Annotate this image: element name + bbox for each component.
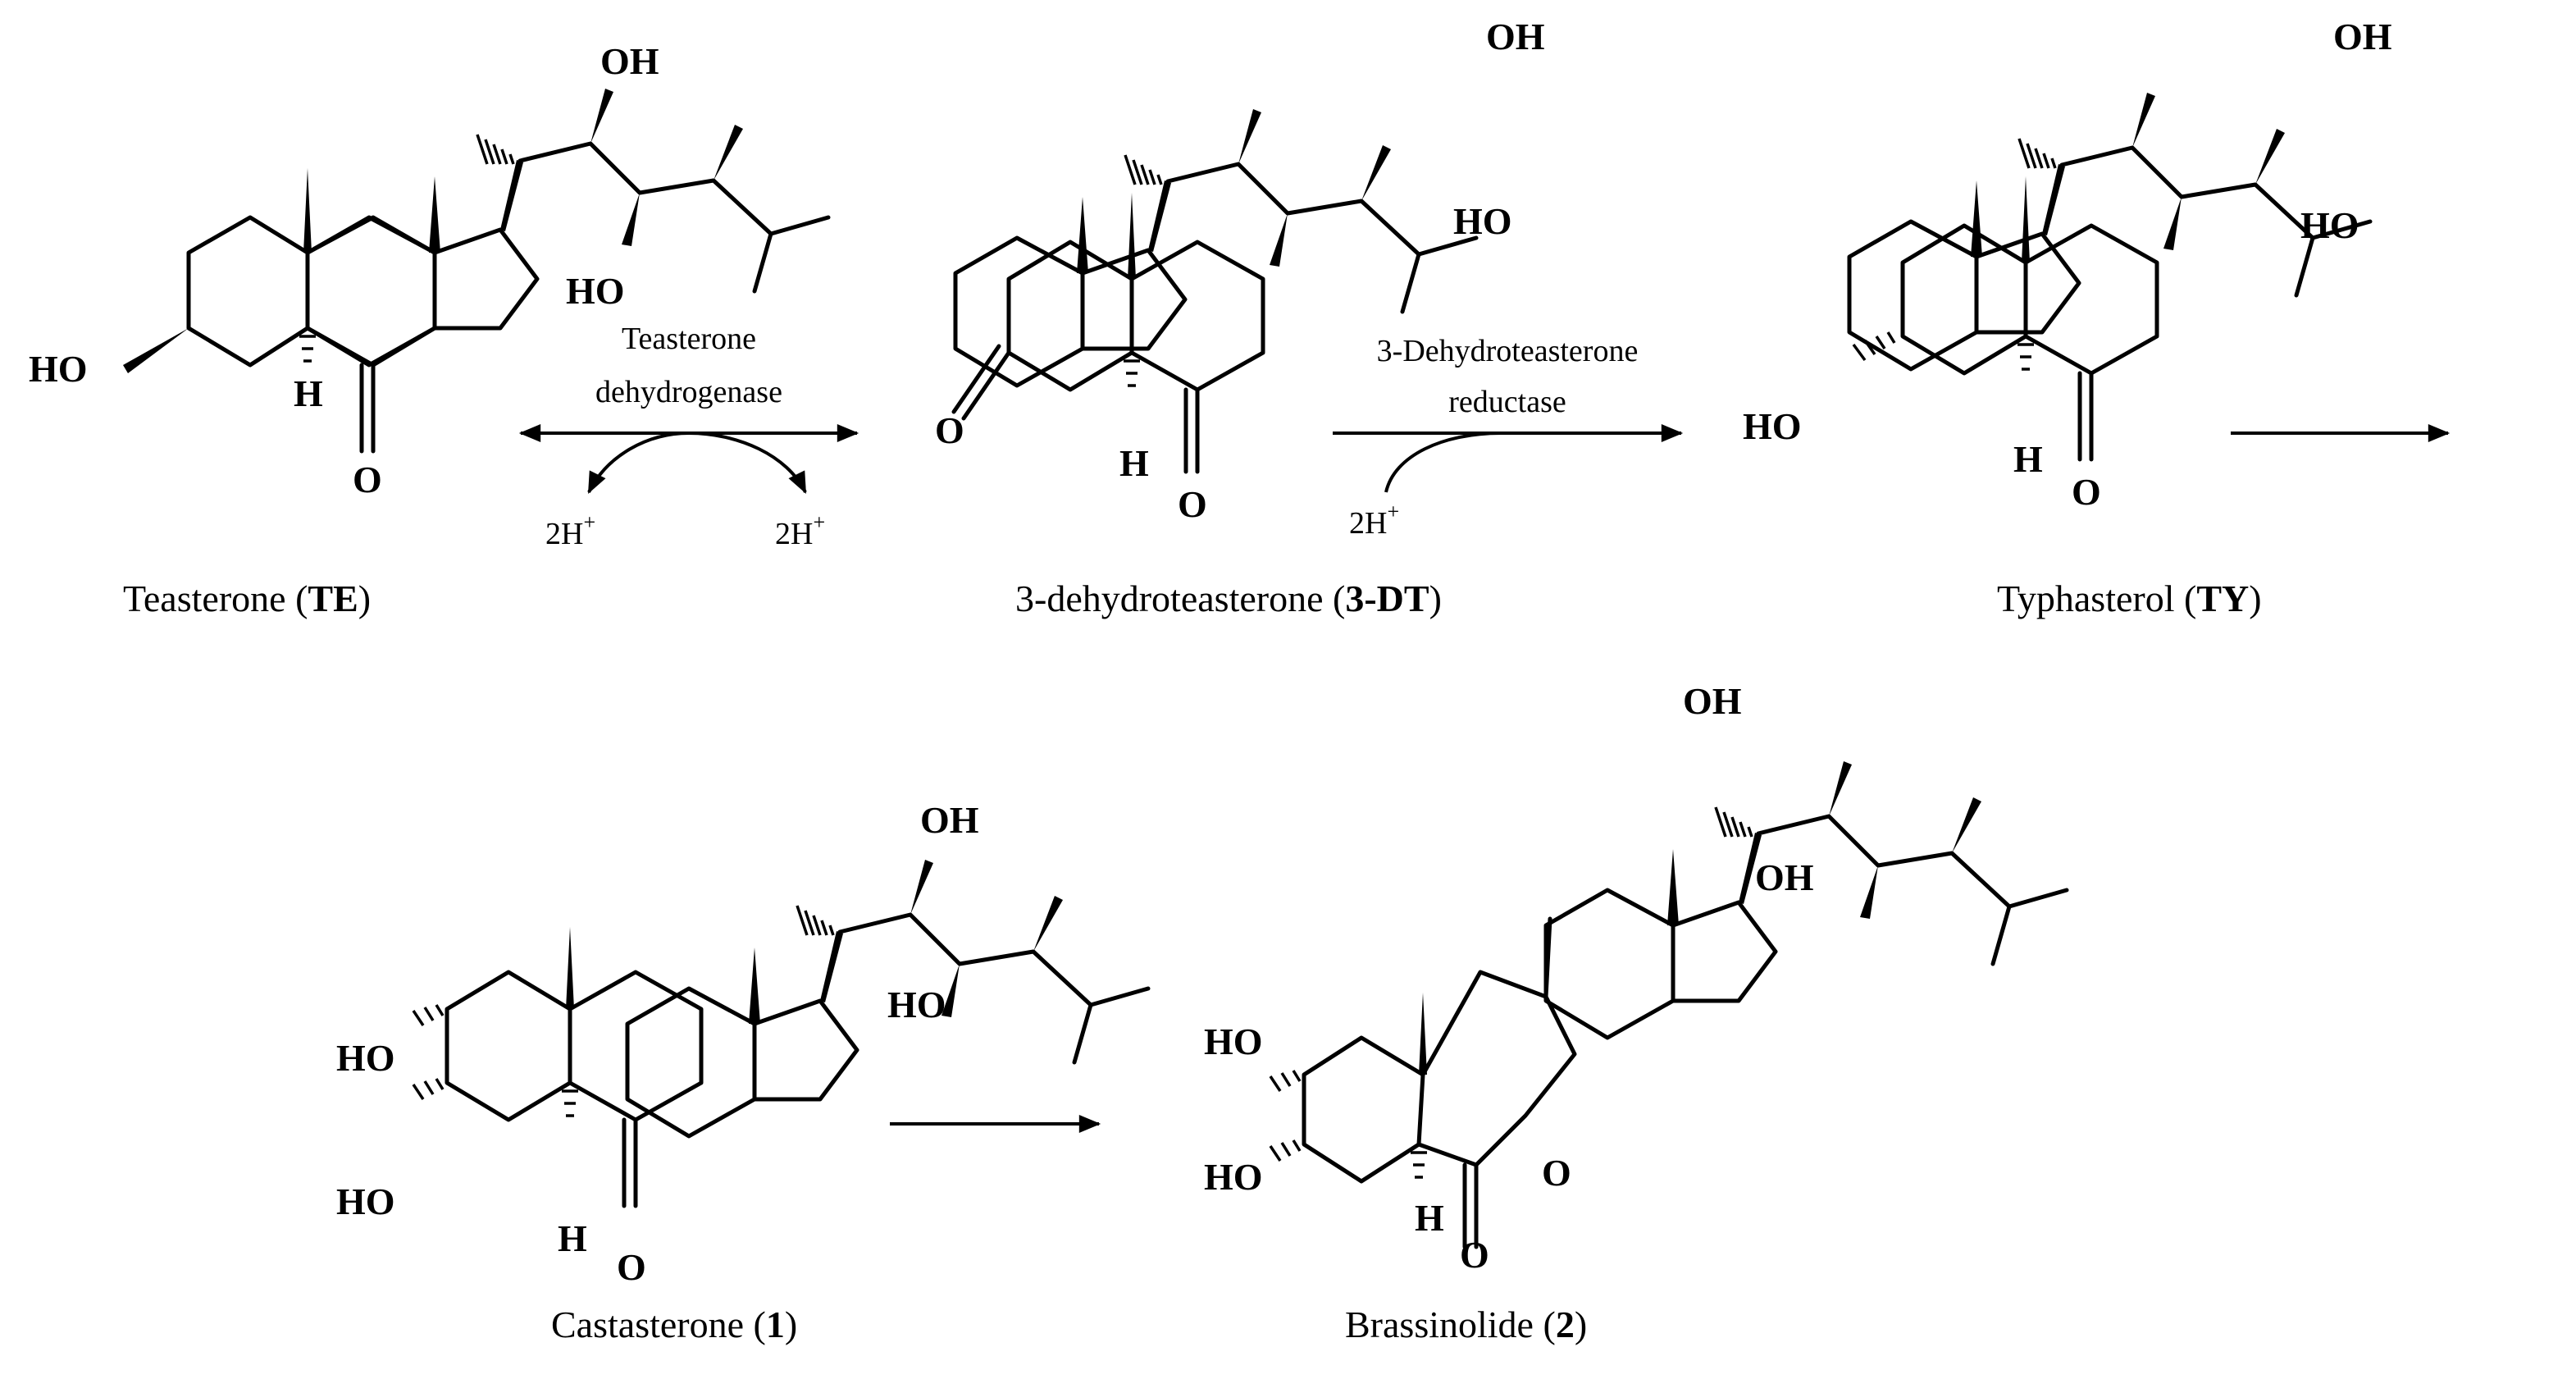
enzyme-name-line1: Teasterone: [622, 322, 756, 356]
curved-arrow-in: [1384, 432, 1502, 493]
structure-teasterone: HO H O OH HO Teasterone (TE): [29, 40, 828, 619]
atom-oh: OH: [600, 40, 659, 82]
label-typhasterol: Typhasterol (TY): [1997, 578, 2262, 619]
atom-ho: HO: [29, 348, 88, 390]
atom-ho: HO: [887, 984, 946, 1025]
enzyme-name-line2: reductase: [1448, 385, 1566, 419]
atom-h: H: [294, 372, 323, 414]
atom-o: O: [353, 459, 382, 500]
atom-ho: HO: [1204, 1021, 1263, 1062]
atom-o: O: [617, 1246, 646, 1288]
label-brassinolide: Brassinolide (2): [1345, 1304, 1587, 1345]
atom-ho: HO: [2300, 204, 2359, 246]
curved-arrow-left: [587, 432, 690, 494]
cofactor-left: 2H+: [545, 510, 595, 551]
atom-o: O: [1542, 1152, 1571, 1194]
atom-ho: HO: [1204, 1156, 1263, 1198]
structure-3-dehydroteasterone: O H O OH HO 3-dehydroteasterone (3-DT): [935, 16, 1545, 619]
atom-h: H: [2013, 438, 2043, 480]
atom-oh: OH: [1683, 680, 1742, 722]
curved-arrow-right: [688, 432, 807, 494]
atom-h: H: [1119, 442, 1149, 484]
atom-ho: HO: [1453, 200, 1512, 242]
label-castasterone: Castasterone (1): [551, 1304, 797, 1345]
structure-brassinolide: HO HO H O O OH OH Brassinolide (2): [1204, 680, 2067, 1345]
structure-castasterone: HO HO H O OH HO Castasterone (1): [336, 799, 1148, 1345]
atom-o: O: [2072, 471, 2101, 513]
atom-o: O: [1460, 1234, 1489, 1276]
atom-ho: HO: [1743, 405, 1802, 447]
atom-oh: OH: [1755, 856, 1814, 898]
cofactor-right: 2H+: [775, 510, 825, 551]
atom-ho: HO: [336, 1037, 395, 1079]
atom-h: H: [1415, 1197, 1444, 1239]
atom-oh: OH: [1486, 16, 1545, 57]
enzyme-name-line1: 3-Dehydroteasterone: [1377, 334, 1639, 368]
structure-typhasterol: HO H O OH HO Typhasterol (TY): [1743, 16, 2392, 619]
label-teasterone: Teasterone (TE): [123, 578, 371, 619]
atom-ho: HO: [566, 270, 625, 312]
atom-ho: HO: [336, 1180, 395, 1222]
reaction-3-dehydroteasterone-reductase: 3-Dehydroteasterone reductase 2H+: [1333, 334, 1684, 541]
label-3-dehydroteasterone: 3-dehydroteasterone (3-DT): [1015, 578, 1442, 619]
atom-oh: OH: [2333, 16, 2392, 57]
reaction-teasterone-dehydrogenase: Teasterone dehydrogenase 2H+ 2H+: [518, 322, 859, 551]
atom-h: H: [558, 1217, 587, 1259]
enzyme-name-line2: dehydrogenase: [595, 375, 782, 409]
cofactor: 2H+: [1349, 500, 1399, 541]
atom-oh: OH: [920, 799, 979, 841]
atom-o: O: [1178, 483, 1207, 525]
atom-o: O: [935, 409, 964, 451]
